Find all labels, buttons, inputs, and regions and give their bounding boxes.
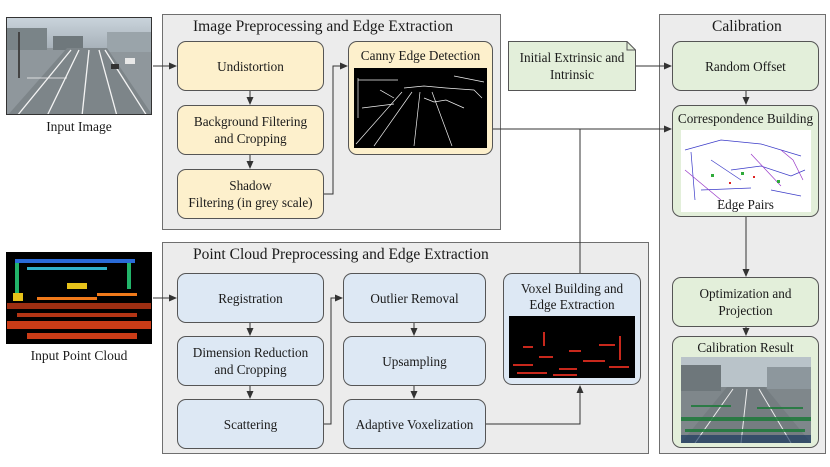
edge-pairs-label: Edge Pairs — [717, 197, 774, 212]
image-panel-title: Image Preprocessing and Edge Extraction — [193, 18, 453, 35]
voxel-edge-image — [509, 316, 635, 378]
calibration-result-title: Calibration Result — [697, 340, 794, 355]
undistortion-node: Undistortion — [177, 41, 324, 91]
input-cloud-label: Input Point Cloud — [30, 348, 128, 363]
dimension-reduction-node: Dimension Reduction and Cropping — [177, 336, 324, 386]
scattering-node: Scattering — [177, 399, 324, 449]
calibration-result-node: Calibration Result — [672, 336, 819, 448]
input-image-label: Input Image — [46, 119, 112, 134]
upsampling-node: Upsampling — [343, 336, 486, 386]
input-cloud-photo — [6, 252, 152, 344]
initial-extrinsic-label: Initial Extrinsic and Intrinsic — [519, 50, 625, 82]
calibration-result-image — [681, 357, 811, 443]
input-image-photo — [6, 17, 152, 115]
initial-extrinsic-node: Initial Extrinsic and Intrinsic — [508, 41, 636, 91]
background-filtering-node: Background Filtering and Cropping — [177, 105, 324, 155]
adaptive-voxelization-node: Adaptive Voxelization — [343, 399, 486, 449]
registration-node: Registration — [177, 273, 324, 323]
voxel-building-title: Voxel Building and Edge Extraction — [520, 281, 624, 312]
edge-shadow-to-canny — [324, 62, 348, 195]
canny-edge-node: Canny Edge Detection — [348, 41, 493, 155]
edge-pairs-image — [681, 130, 811, 212]
edge-scattering-to-outlier — [324, 294, 343, 425]
canny-edge-title: Canny Edge Detection — [360, 48, 481, 63]
calibration-panel-title: Calibration — [712, 18, 782, 35]
shadow-filtering-node: Shadow Filtering (in grey scale) — [177, 169, 324, 219]
optimization-node: Optimization and Projection — [672, 277, 819, 327]
correspondence-node: Correspondence Building Edge Pairs — [672, 105, 819, 217]
canny-edge-image — [354, 68, 487, 148]
outlier-removal-node: Outlier Removal — [343, 273, 486, 323]
edge-adaptive-to-voxel — [486, 385, 584, 425]
voxel-building-node: Voxel Building and Edge Extraction — [503, 273, 641, 385]
random-offset-node: Random Offset — [672, 41, 819, 91]
correspondence-title: Correspondence Building — [677, 111, 814, 126]
cloud-panel-title: Point Cloud Preprocessing and Edge Extra… — [193, 246, 489, 263]
